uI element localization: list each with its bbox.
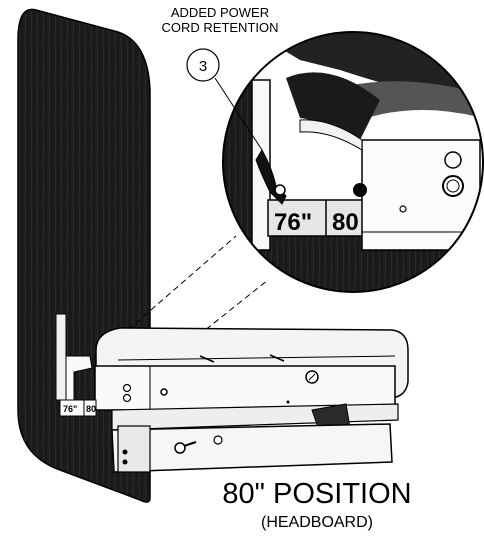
detail-mark-80: 80	[332, 209, 359, 236]
callout-label-line2: CORD RETENTION	[161, 20, 279, 35]
bed-frame: 76" 80	[55, 313, 409, 473]
callout-leader	[214, 77, 263, 151]
detail-mark-76: 76"	[274, 209, 312, 236]
callout-label-line1: ADDED POWER	[170, 5, 270, 20]
callout-number: 3	[199, 58, 207, 75]
small-mark-80: 80	[86, 404, 96, 414]
detail-magnifier: 76" 80	[222, 31, 484, 293]
small-mark-76: 76"	[63, 404, 77, 414]
position-title: 80" POSITION	[222, 478, 412, 510]
callout-bubble	[186, 48, 220, 82]
position-subtitle: (HEADBOARD)	[260, 514, 373, 531]
